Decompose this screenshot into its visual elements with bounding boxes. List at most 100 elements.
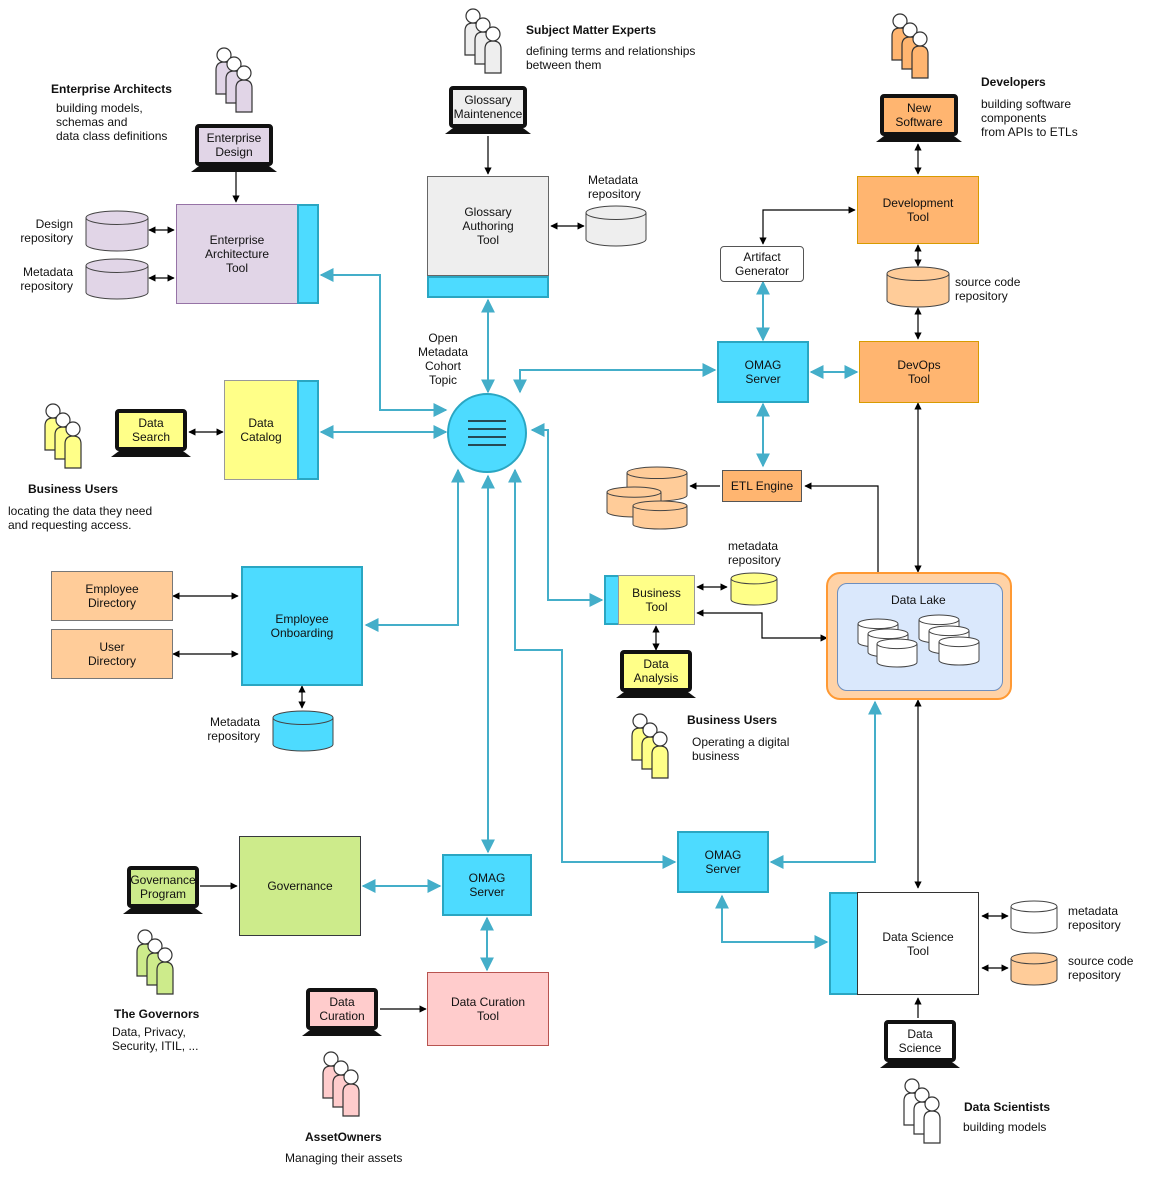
subject-matter-experts-desc: defining terms and relationships between… (526, 44, 696, 72)
omag-server-bottom-right-label: OMAG Server (704, 848, 742, 876)
subject-matter-experts-title: Subject Matter Experts (526, 23, 657, 37)
enterprise-architects-desc: building models, schemas and data class … (56, 101, 168, 143)
glossary-authoring-tool-label: Glossary Authoring Tool (462, 205, 514, 247)
artifact-generator[interactable]: Artifact Generator (720, 246, 804, 282)
business-users-left-desc: locating the data they need and requesti… (8, 504, 153, 532)
devops-tool[interactable]: DevOps Tool (859, 341, 979, 403)
data-search-screen: Data Search (115, 409, 187, 451)
omag-server-top[interactable]: OMAG Server (717, 341, 809, 403)
developers-title: Developers (981, 75, 1046, 89)
omag-server-bottom-left-label: OMAG Server (468, 871, 506, 899)
omag-server-bottom-right[interactable]: OMAG Server (677, 831, 769, 893)
subject-matter-experts-icon (461, 7, 511, 78)
data-science-tool-connector (829, 892, 859, 995)
link-business-lake (696, 609, 828, 642)
data-lake-label: Data Lake (891, 593, 946, 607)
glossary-authoring-tool[interactable]: Glossary Authoring Tool (427, 176, 549, 276)
data-scientists-title: Data Scientists (964, 1100, 1051, 1114)
link-omag-lake (769, 700, 882, 869)
new-software-screen: New Software (880, 94, 958, 136)
developers-icon (888, 12, 938, 83)
development-tool-label: Development Tool (882, 196, 954, 224)
development-tool[interactable]: Development Tool (857, 176, 979, 244)
link-omag-ds (715, 894, 829, 949)
data-lake-store-3 (876, 638, 918, 671)
link-hub-business-tool (530, 423, 604, 607)
onboarding-metadata-repository-label: Metadata repository (207, 715, 260, 743)
enterprise-design-screen: Enterprise Design (195, 124, 273, 166)
business-users-left-title: Business Users (28, 482, 119, 496)
design-repository-label: Design repository (20, 217, 73, 245)
etl-engine-label: ETL Engine (730, 479, 794, 493)
employee-directory-label: Employee Directory (85, 582, 139, 610)
data-catalog[interactable]: Data Catalog (224, 380, 298, 480)
glossary-metadata-repository[interactable] (585, 205, 647, 250)
governance-tool[interactable]: Governance (239, 836, 361, 936)
governors-icon (133, 928, 183, 999)
enterprise-architecture-tool-label: Enterprise Architecture Tool (204, 233, 270, 275)
etl-data-store-3 (632, 500, 688, 533)
data-lake-store-6 (938, 636, 980, 669)
data-catalog-label: Data Catalog (240, 416, 282, 444)
ds-source-code-repository-label: source code repository (1068, 954, 1134, 982)
business-users-right-desc: Operating a digital business (692, 735, 790, 763)
source-code-repository-top-label: source code repository (955, 275, 1021, 303)
enterprise-architecture-tool[interactable]: Enterprise Architecture Tool (176, 204, 298, 304)
link-etl-lake (804, 482, 879, 586)
data-science-tool-label: Data Science Tool (882, 929, 954, 958)
business-tool[interactable]: Business Tool (618, 575, 695, 625)
glossary-maintenance-screen: Glossary Maintenence (449, 86, 527, 128)
link-hub-omag-bottom-right (508, 468, 677, 869)
design-repository[interactable] (85, 210, 149, 255)
asset-owners-desc: Managing their assets (285, 1151, 403, 1165)
data-scientists-desc: building models (963, 1120, 1047, 1134)
data-curation-screen: Data Curation (306, 988, 378, 1030)
data-science-screen: Data Science (884, 1020, 956, 1062)
business-metadata-repository[interactable] (730, 572, 778, 609)
enterprise-architects-icon (212, 46, 262, 117)
asset-owners-title: AssetOwners (305, 1130, 382, 1144)
ds-metadata-repository[interactable] (1010, 900, 1058, 937)
employee-onboarding[interactable]: Employee Onboarding (241, 566, 363, 686)
data-curation-tool-label: Data Curation Tool (450, 995, 526, 1023)
employee-directory[interactable]: Employee Directory (51, 571, 173, 621)
hub-list-icon (447, 393, 527, 473)
link-artifact-dev (759, 206, 856, 245)
omag-server-bottom-left[interactable]: OMAG Server (442, 854, 532, 916)
governance-program-screen: Governance Program (127, 866, 199, 908)
etl-engine[interactable]: ETL Engine (722, 470, 802, 502)
data-science-tool[interactable]: Data Science Tool (857, 892, 979, 995)
ds-metadata-repository-label: metadata repository (1068, 904, 1121, 932)
business-metadata-repository-label: metadata repository (728, 539, 781, 567)
ea-metadata-repository[interactable] (85, 258, 149, 303)
devops-tool-label: DevOps Tool (897, 358, 941, 386)
data-catalog-connector (297, 380, 319, 480)
glossary-authoring-tool-connector (427, 276, 549, 298)
source-code-repository-top[interactable] (886, 266, 950, 311)
governors-title: The Governors (114, 1007, 200, 1021)
open-metadata-cohort-topic[interactable] (446, 392, 528, 474)
user-directory-label: User Directory (87, 640, 136, 668)
enterprise-architecture-tool-connector (297, 204, 319, 304)
omag-server-top-label: OMAG Server (744, 358, 782, 386)
onboarding-metadata-repository[interactable] (272, 710, 334, 755)
ea-metadata-repository-label: Metadata repository (20, 265, 73, 293)
employee-onboarding-label: Employee Onboarding (270, 612, 334, 640)
artifact-generator-label: Artifact Generator (734, 250, 790, 278)
glossary-metadata-repository-label: Metadata repository (588, 173, 641, 201)
ds-source-code-repository[interactable] (1010, 952, 1058, 989)
asset-owners-icon (319, 1050, 369, 1121)
business-users-left-icon (41, 402, 91, 473)
data-analysis-screen: Data Analysis (620, 650, 692, 692)
hub-label: Open Metadata Cohort Topic (417, 331, 469, 387)
link-hub-ea (319, 268, 448, 417)
user-directory[interactable]: User Directory (51, 629, 173, 679)
business-users-right-icon (628, 712, 678, 783)
data-scientists-icon (900, 1077, 950, 1148)
link-hub-onboarding (364, 468, 465, 632)
link-hub-omag-top (513, 363, 717, 394)
governors-desc: Data, Privacy, Security, ITIL, ... (112, 1025, 199, 1053)
business-users-right-title: Business Users (687, 713, 778, 727)
data-curation-tool[interactable]: Data Curation Tool (427, 972, 549, 1046)
